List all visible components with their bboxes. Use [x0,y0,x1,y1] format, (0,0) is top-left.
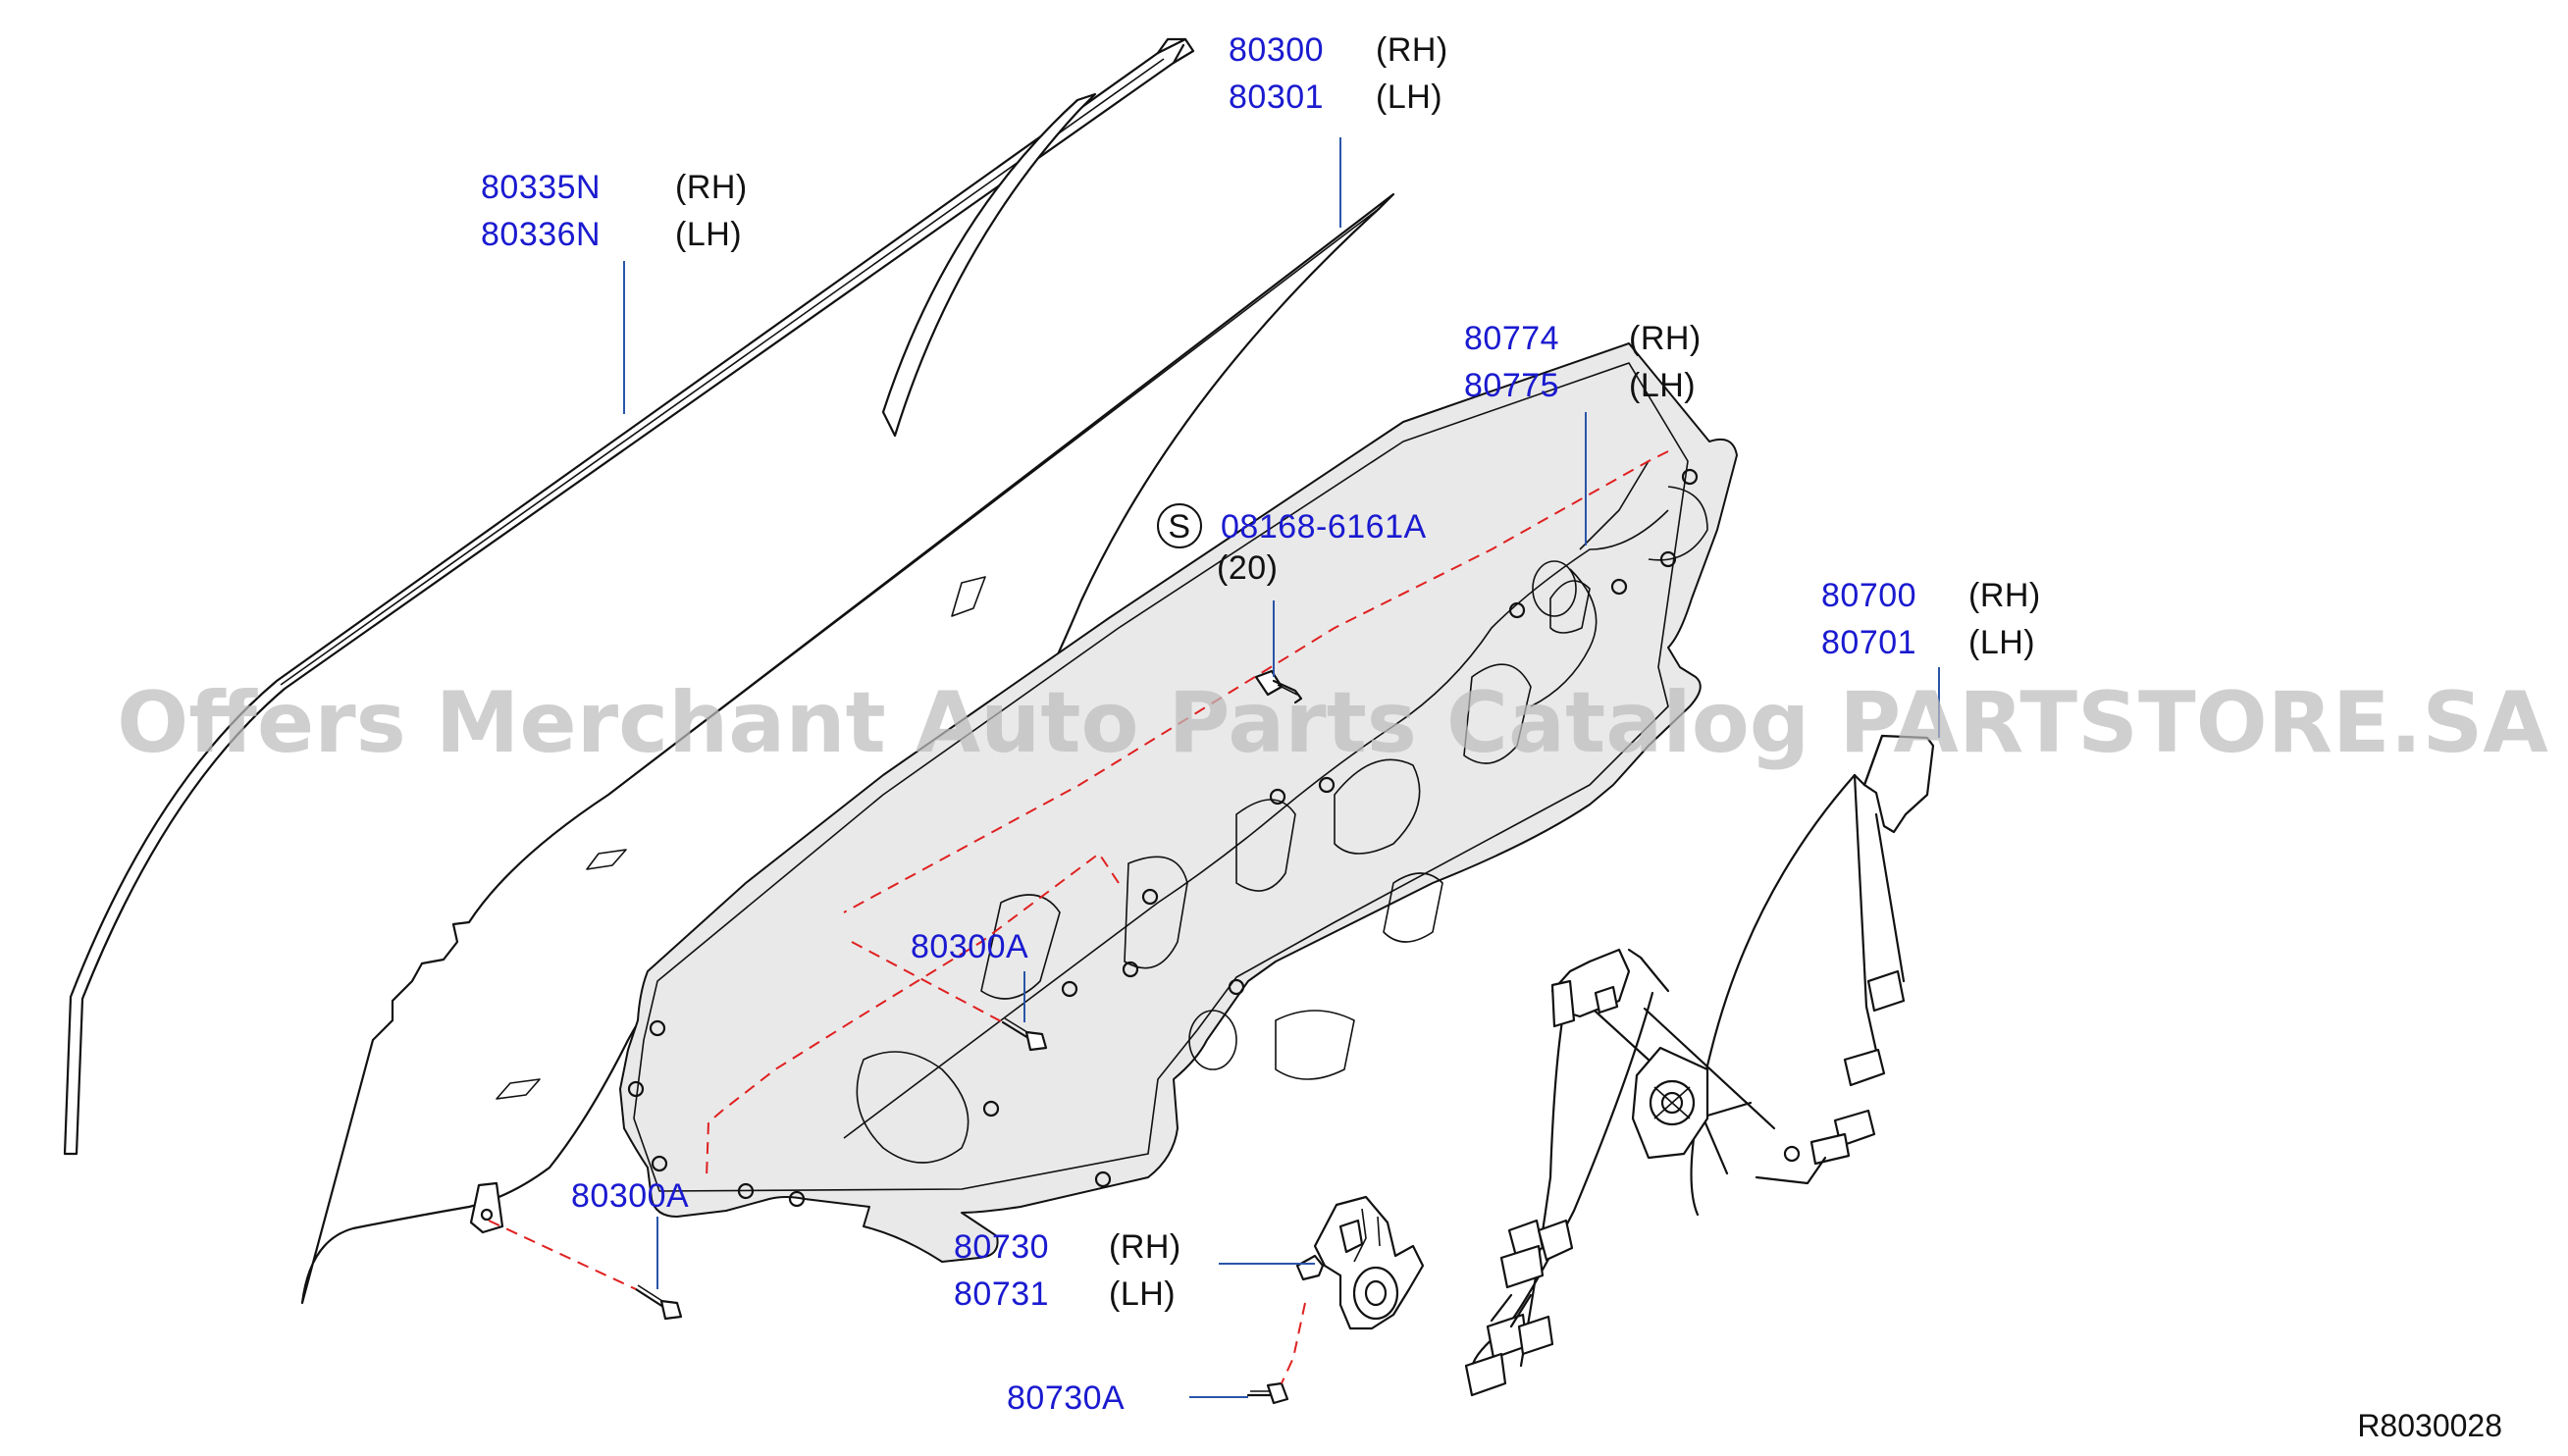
part-number-80730[interactable]: 80730 [954,1228,1049,1266]
motor-bolt[interactable] [1246,1381,1289,1405]
side-label-rh: (RH) [1376,31,1448,69]
part-number-80775[interactable]: 80775 [1464,367,1559,404]
callout-regulator[interactable]: 80700 (RH) 80701 (LH) [1821,577,2041,661]
part-number-80774[interactable]: 80774 [1464,320,1559,357]
panel-service-hole-upper [1532,560,1577,617]
window-regulator[interactable] [1464,734,1935,1397]
watermark-text: Offers Merchant Auto Parts Catalog PARTS… [117,674,2548,772]
part-number-80300a-upper[interactable]: 80300A [911,928,1028,965]
callout-glass-bolt-upper[interactable]: 80300A [911,928,1028,965]
assembly-dashed-lines [488,450,1669,1384]
glass-mounting-tab-lower [469,1181,504,1234]
part-number-80700[interactable]: 80700 [1821,577,1916,614]
side-label-rh: (RH) [1629,320,1702,357]
side-label-lh: (LH) [675,216,742,253]
screw-quantity: (20) [1217,549,1278,587]
division-channel[interactable] [881,92,1097,438]
side-label-lh: (LH) [1968,624,2035,661]
side-label-rh: (RH) [1109,1228,1181,1266]
side-label-rh: (RH) [1968,577,2041,614]
part-number-80301[interactable]: 80301 [1229,78,1324,116]
callout-glass[interactable]: 80300 (RH) 80301 (LH) [1229,31,1448,116]
callout-glass-bolt-lower[interactable]: 80300A [571,1177,689,1215]
side-label-lh: (LH) [1376,78,1442,116]
leader-lines [623,137,1940,1398]
part-number-80731[interactable]: 80731 [954,1275,1049,1313]
part-number-80335n[interactable]: 80335N [481,169,601,206]
part-number-80300[interactable]: 80300 [1229,31,1324,69]
standard-part-badge-letter: S [1168,508,1190,546]
panel-screw[interactable] [1254,669,1303,704]
callout-motor[interactable]: 80730 (RH) 80731 (LH) [954,1228,1181,1313]
callout-run-channel[interactable]: 80335N (RH) 80336N (LH) [481,169,748,253]
part-number-80300a-lower[interactable]: 80300A [571,1177,689,1215]
glass-bolt-upper[interactable] [1001,1017,1048,1052]
regulator-upper-bracket [1550,948,1631,1028]
diagram-reference-code: R8030028 [2357,1408,2502,1443]
standard-part-badge [1157,503,1202,548]
panel-service-hole-lower [1188,1010,1237,1070]
panel-bolt-holes [627,468,1699,1208]
part-number-80336n[interactable]: 80336N [481,216,601,253]
callout-screw[interactable]: S 08168-6161A (20) [1157,503,1427,587]
part-number-80730a[interactable]: 80730A [1007,1379,1125,1417]
glass-bolt-lower[interactable] [634,1284,683,1321]
part-number-80701[interactable]: 80701 [1821,624,1916,661]
power-window-motor[interactable] [1295,1195,1425,1330]
side-label-lh: (LH) [1109,1275,1176,1313]
callout-motor-bolt[interactable]: 80730A [1007,1379,1125,1417]
regulator-motor-gear [1631,1046,1709,1160]
callout-module-panel[interactable]: 80774 (RH) 80775 (LH) [1464,320,1702,404]
part-number-08168-6161a[interactable]: 08168-6161A [1221,508,1427,546]
side-label-lh: (LH) [1629,367,1696,404]
regulator-lower-brackets [1464,1219,1574,1397]
side-label-rh: (RH) [675,169,748,206]
